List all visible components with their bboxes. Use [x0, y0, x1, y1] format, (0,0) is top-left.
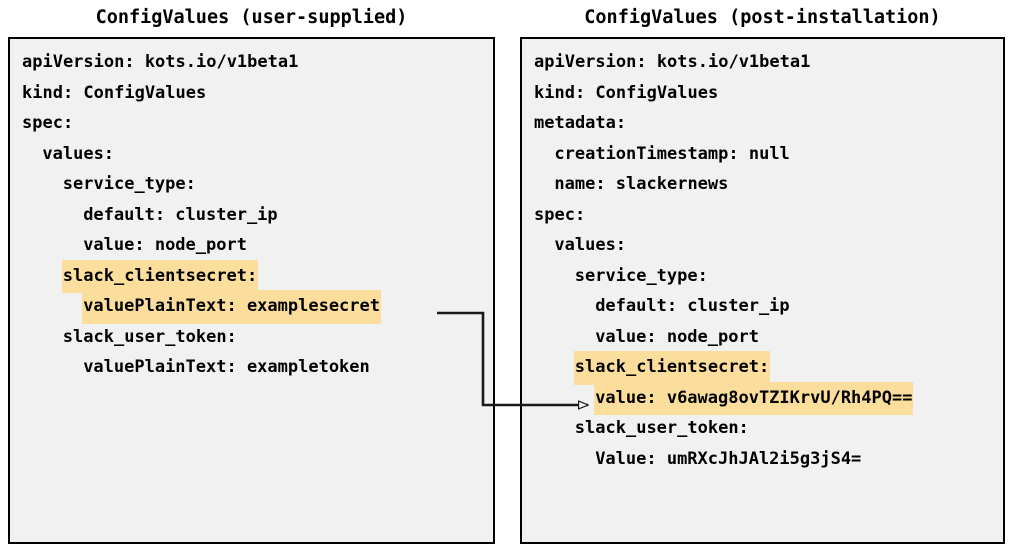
code-line: name: slackernews [522, 168, 1003, 199]
code-line: Value: umRXcJhJAl2i5g3jS4= [522, 443, 1003, 474]
code-line: value: node_port [10, 229, 493, 260]
code-line: slack_user_token: [10, 321, 493, 352]
code-segment: default: cluster_ip [83, 204, 278, 225]
code-line: value: v6awag8ovTZIKrvU/Rh4PQ== [522, 381, 1003, 415]
code-segment: values: [554, 235, 627, 255]
code-segment: name: slackernews [554, 174, 729, 194]
code-line: kind: ConfigValues [522, 77, 1003, 108]
highlighted-code-segment: value: v6awag8ovTZIKrvU/Rh4PQ== [594, 381, 914, 415]
code-line: values: [522, 229, 1003, 260]
code-segment: kind: ConfigValues [22, 82, 207, 103]
config-values-box-post-installation: apiVersion: kots.io/v1beta1 kind: ConfigV… [520, 37, 1005, 544]
code-segment: service_type: [574, 265, 708, 286]
code-line: default: cluster_ip [10, 199, 493, 230]
code-segment: service_type: [62, 174, 196, 194]
panel-title-user-supplied: ConfigValues (user-supplied) [95, 7, 408, 28]
code-line: apiVersion: kots.io/v1beta1 [10, 46, 493, 77]
code-line: value: node_port [522, 321, 1003, 352]
code-segment: value: node_port [83, 235, 247, 255]
code-line: service_type: [10, 168, 493, 199]
code-line: valuePlainText: exampletoken [10, 351, 493, 382]
code-segment: valuePlainText: exampletoken [83, 357, 370, 377]
code-segment: spec: [534, 204, 586, 225]
code-line: creationTimestamp: null [522, 138, 1003, 169]
code-segment: kind: ConfigValues [534, 82, 719, 103]
code-segment: Value: umRXcJhJAl2i5g3jS4= [595, 448, 862, 469]
code-segment: value: node_port [595, 326, 759, 347]
config-values-code-user-supplied: apiVersion: kots.io/v1beta1 kind: ConfigV… [10, 46, 493, 382]
highlighted-code-segment: slack_clientsecret: [573, 351, 771, 385]
code-line: spec: [522, 199, 1003, 230]
code-line: slack_user_token: [522, 412, 1003, 443]
code-segment: creationTimestamp: null [554, 143, 790, 164]
code-segment: spec: [22, 113, 74, 133]
code-line: service_type: [522, 260, 1003, 291]
code-segment: default: cluster_ip [595, 296, 790, 316]
code-line: spec: [10, 107, 493, 138]
code-line: kind: ConfigValues [10, 77, 493, 108]
code-line: valuePlainText: examplesecret [10, 290, 493, 324]
highlighted-code-segment: valuePlainText: examplesecret [82, 290, 381, 324]
code-segment: slack_user_token: [574, 418, 749, 438]
code-line: slack_clientsecret: [522, 351, 1003, 385]
config-values-box-user-supplied: apiVersion: kots.io/v1beta1 kind: ConfigV… [8, 37, 495, 544]
code-line: values: [10, 138, 493, 169]
code-segment: slack_user_token: [62, 326, 237, 347]
code-segment: apiVersion: kots.io/v1beta1 [22, 52, 299, 72]
code-line: apiVersion: kots.io/v1beta1 [522, 46, 1003, 77]
code-segment: metadata: [534, 113, 627, 133]
code-line: default: cluster_ip [522, 290, 1003, 321]
panel-title-post-installation: ConfigValues (post-installation) [584, 7, 941, 28]
config-values-code-post-installation: apiVersion: kots.io/v1beta1 kind: ConfigV… [522, 46, 1003, 473]
code-segment: values: [42, 143, 115, 164]
code-segment: apiVersion: kots.io/v1beta1 [534, 52, 811, 72]
code-line: metadata: [522, 107, 1003, 138]
highlighted-code-segment: slack_clientsecret: [61, 259, 259, 293]
code-line: slack_clientsecret: [10, 259, 493, 293]
